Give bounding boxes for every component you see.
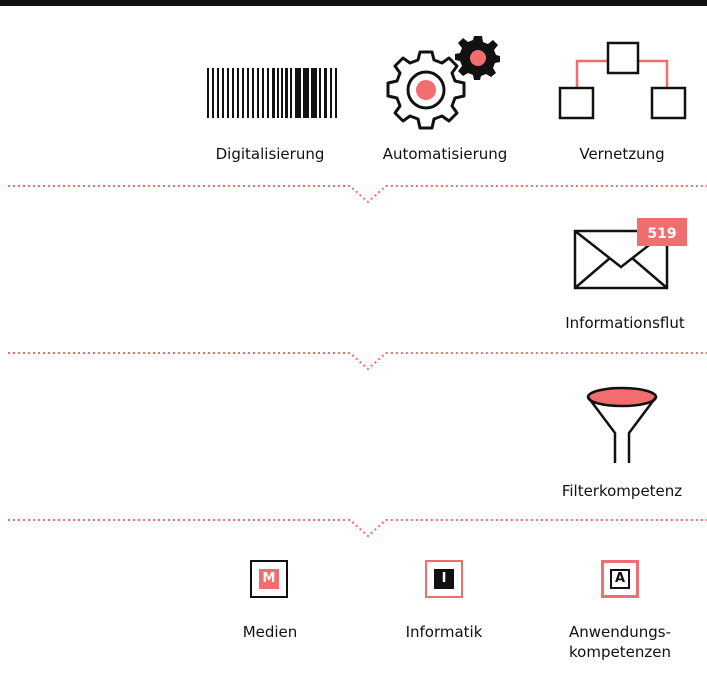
filterkompetenz-label: Filterkompetenz [561, 482, 683, 500]
medien-label: Medien [242, 623, 298, 641]
vernetzung-label: Vernetzung [579, 145, 665, 163]
application-letter: A [610, 569, 630, 589]
informatics-letter: I [434, 569, 454, 589]
informatics-box-icon: I [425, 560, 463, 598]
top-rule [0, 0, 707, 6]
funnel-icon [586, 386, 658, 463]
separator-arrow-1 [8, 185, 707, 204]
gears-icon [386, 36, 500, 130]
automatisierung-label: Automatisierung [382, 145, 508, 163]
network-icon [558, 41, 687, 120]
separator-arrow-2 [8, 352, 707, 371]
informatik-label: Informatik [405, 623, 483, 641]
informationsflut-label: Informationsflut [565, 314, 685, 332]
media-letter: M [259, 569, 279, 589]
barcode-icon [207, 68, 337, 118]
notification-badge [637, 218, 687, 246]
anwendungskompetenzen-label: Anwendungs- kompetenzen [568, 623, 672, 661]
separator-arrow-3 [8, 519, 707, 538]
application-box-icon: A [601, 560, 639, 598]
notification-count: 519 [647, 226, 676, 242]
media-box-icon: M [250, 560, 288, 598]
digitalisierung-label: Digitalisierung [215, 145, 325, 163]
envelope-icon: 519 [573, 218, 687, 290]
